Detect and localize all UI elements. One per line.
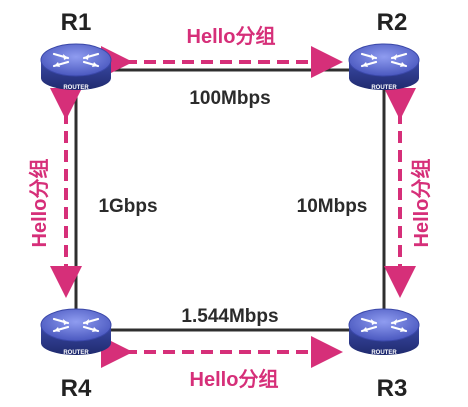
router-r2: ROUTER (347, 42, 421, 92)
router-caption: ROUTER (371, 85, 397, 91)
speed-label-r1-r4: 1Gbps (98, 196, 157, 217)
router-label-r1: R1 (61, 9, 92, 36)
hello-label-top: Hello分组 (187, 24, 276, 48)
router-caption: ROUTER (63, 350, 89, 356)
router-r1: ROUTER (39, 42, 113, 92)
router-icon (347, 42, 421, 92)
router-label-r4: R4 (61, 375, 92, 402)
speed-label-r3-r4: 1.544Mbps (181, 306, 278, 327)
router-icon (39, 307, 113, 357)
hello-label-left: Hello分组 (27, 159, 51, 248)
router-r3: ROUTER (347, 307, 421, 357)
speed-label-r2-r3: 10Mbps (297, 196, 368, 217)
router-label-r3: R3 (377, 375, 408, 402)
speed-label-r1-r2: 100Mbps (189, 88, 270, 109)
router-icon (347, 307, 421, 357)
hello-label-bottom: Hello分组 (190, 367, 279, 391)
router-caption: ROUTER (371, 350, 397, 356)
router-icon (39, 42, 113, 92)
router-r4: ROUTER (39, 307, 113, 357)
router-caption: ROUTER (63, 85, 89, 91)
hello-arrows (50, 46, 416, 368)
router-label-r2: R2 (377, 9, 408, 36)
hello-label-right: Hello分组 (409, 159, 433, 248)
